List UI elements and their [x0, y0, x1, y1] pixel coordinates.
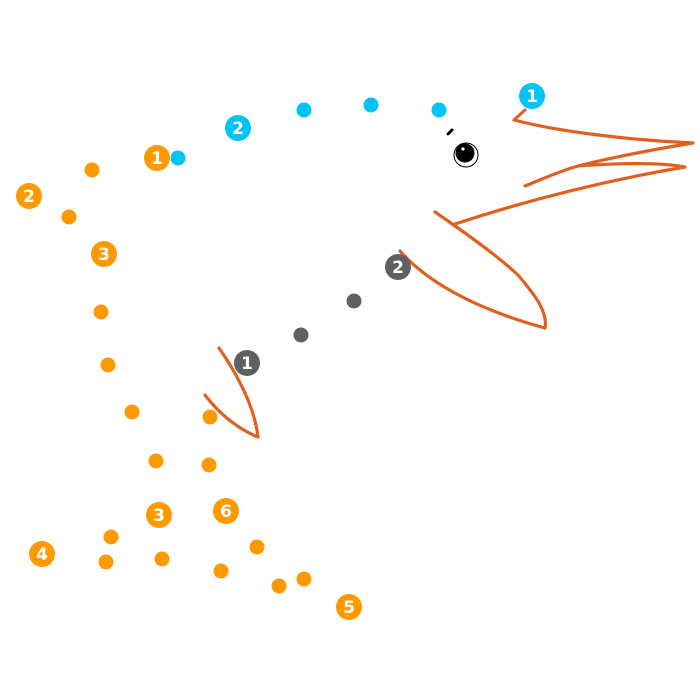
blue-dot[interactable]	[431, 102, 447, 118]
orange-number-badge[interactable]: 1	[144, 145, 170, 171]
orange-dot[interactable]	[124, 404, 140, 420]
eyebrow-mark	[446, 128, 454, 136]
orange-dot[interactable]	[249, 539, 265, 555]
blue-number-badge[interactable]: 1	[519, 83, 545, 109]
blue-dot[interactable]	[296, 102, 312, 118]
badge-number: 2	[392, 258, 404, 278]
lower-fin-back-line	[203, 393, 260, 439]
orange-number-badge[interactable]: 2	[16, 183, 42, 209]
orange-dot[interactable]	[98, 554, 114, 570]
orange-dot[interactable]	[148, 453, 164, 469]
badge-circle	[385, 254, 411, 280]
orange-dot[interactable]	[93, 304, 109, 320]
orange-dot[interactable]	[100, 357, 116, 373]
badge-circle	[225, 115, 251, 141]
orange-number-badge[interactable]: 4	[29, 541, 55, 567]
orange-dot[interactable]	[201, 457, 217, 473]
badge-number: 1	[151, 149, 163, 169]
eye	[446, 128, 479, 168]
badge-number: 3	[153, 506, 165, 526]
eye-highlight	[461, 147, 465, 151]
upper-fin-back-line	[398, 249, 547, 330]
orange-dot[interactable]	[213, 563, 229, 579]
drawn-outlines	[203, 108, 695, 439]
orange-number-badge[interactable]: 3	[91, 241, 117, 267]
upper-fin-line	[433, 210, 547, 330]
gray-number-badge[interactable]: 1	[234, 350, 260, 376]
orange-dot[interactable]	[271, 578, 287, 594]
badge-circle	[16, 183, 42, 209]
badge-number: 1	[241, 354, 253, 374]
orange-number-badge[interactable]: 5	[336, 594, 362, 620]
badge-circle	[234, 350, 260, 376]
badge-circle	[146, 502, 172, 528]
badge-number: 2	[232, 119, 244, 139]
badge-number: 2	[23, 187, 35, 207]
badges-layer: 1 2 3 3 4 5 6 1 2 1 2	[16, 83, 545, 620]
blue-dot[interactable]	[170, 150, 186, 166]
badge-circle	[29, 541, 55, 567]
badge-number: 4	[36, 545, 48, 565]
orange-dot[interactable]	[61, 209, 77, 225]
badge-number: 6	[220, 502, 232, 522]
orange-number-badge[interactable]: 6	[213, 498, 239, 524]
dots-layer	[61, 97, 447, 594]
orange-dot[interactable]	[296, 571, 312, 587]
orange-number-badge[interactable]: 3	[146, 502, 172, 528]
badge-number: 5	[343, 598, 355, 618]
beak-lower-line	[523, 164, 580, 188]
orange-dot[interactable]	[202, 409, 218, 425]
badge-circle	[519, 83, 545, 109]
badge-number: 1	[526, 87, 538, 107]
blue-dot[interactable]	[363, 97, 379, 113]
orange-dot[interactable]	[154, 551, 170, 567]
orange-dot[interactable]	[103, 529, 119, 545]
gray-dot[interactable]	[293, 327, 309, 343]
badge-number: 3	[98, 245, 110, 265]
badge-circle	[213, 498, 239, 524]
blue-number-badge[interactable]: 2	[225, 115, 251, 141]
badge-circle	[336, 594, 362, 620]
badge-circle	[91, 241, 117, 267]
orange-dot[interactable]	[84, 162, 100, 178]
eye-pupil	[455, 143, 475, 163]
gray-dot[interactable]	[346, 293, 362, 309]
badge-circle	[144, 145, 170, 171]
gray-number-badge[interactable]: 2	[385, 254, 411, 280]
lower-fin-line	[217, 346, 260, 439]
